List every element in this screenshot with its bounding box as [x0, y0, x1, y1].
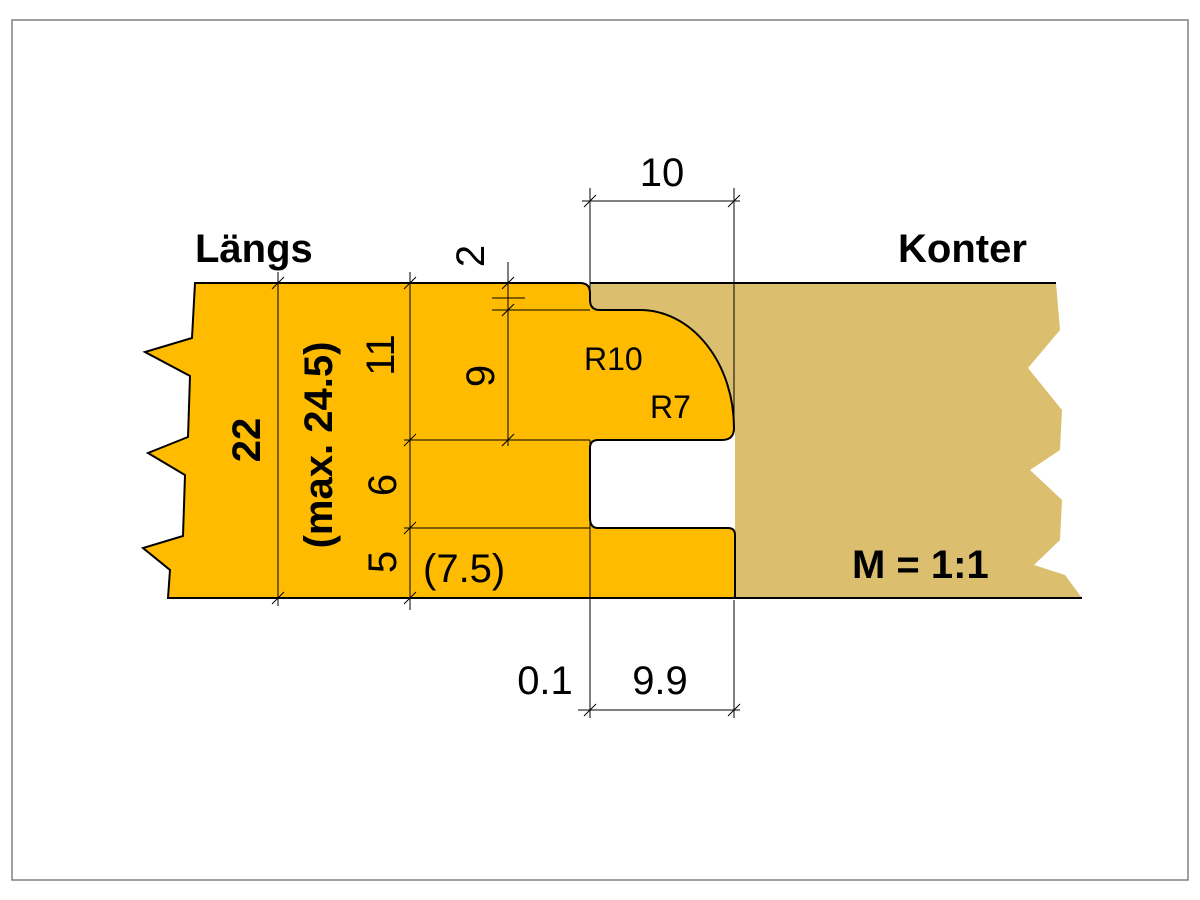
konter-label: Konter	[898, 227, 1027, 271]
dim-radius-small: R7	[650, 389, 691, 425]
dim-groove-height: 6	[361, 474, 405, 496]
dim-top-offset: 2	[449, 245, 493, 267]
dim-gap: 0.1	[517, 659, 573, 703]
dim-bottom-width: 9.9	[632, 659, 688, 703]
dim-max-height: (max. 24.5)	[297, 342, 341, 549]
scale-label: M = 1:1	[852, 543, 989, 587]
dimension-lines	[271, 188, 741, 718]
dim-upper-height: 11	[359, 334, 403, 376]
dim-tongue-height: 9	[459, 365, 503, 387]
dim-radius-large: R10	[584, 341, 643, 377]
dim-total-height: 22	[225, 418, 269, 463]
dim-lower-height: 5	[361, 551, 405, 573]
laengs-label: Längs	[195, 227, 313, 271]
dim-lower-alt: (7.5)	[423, 547, 505, 591]
dim-top-width: 10	[640, 151, 685, 195]
